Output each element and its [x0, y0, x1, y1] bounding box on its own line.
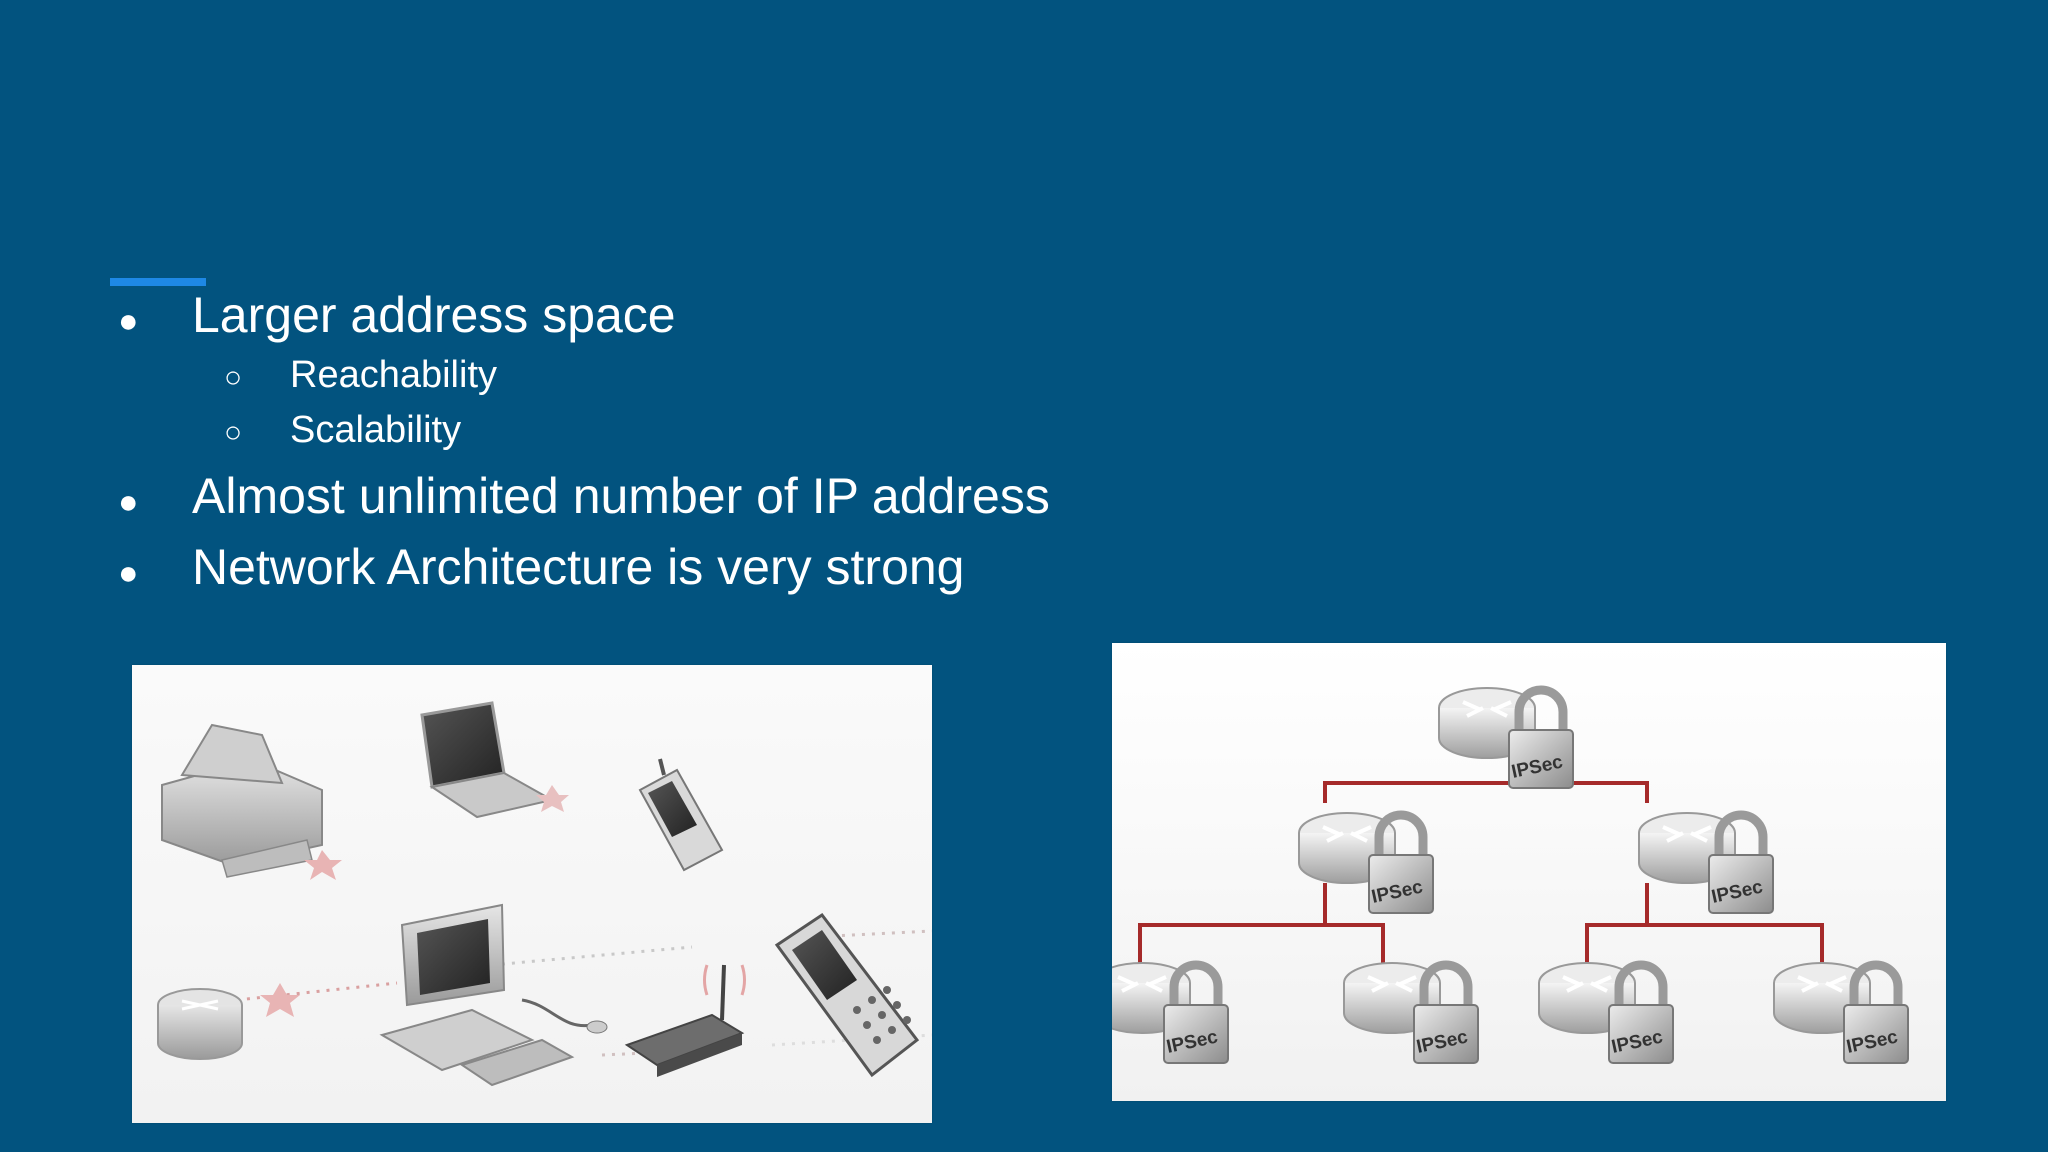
mobile-phone-icon — [774, 912, 920, 1078]
bullet-list: ● Larger address space ○ Reachability ○ … — [0, 0, 1300, 620]
laptop-icon — [420, 701, 569, 819]
bullet-text: Network Architecture is very strong — [192, 539, 965, 595]
ipsec-tree-illustration: IPSec IPSec IPSec IPSec IPSec IPSec IPSe… — [1112, 643, 1946, 1101]
pda-icon — [638, 758, 724, 872]
bullet-text: Larger address space — [192, 287, 676, 343]
bullet-text: Almost unlimited number of IP address — [192, 468, 1050, 524]
bullet-larger-address-space: ● Larger address space — [0, 286, 676, 344]
desktop-computer-icon — [379, 903, 608, 1087]
ipsec-tree-image: IPSec IPSec IPSec IPSec IPSec IPSec IPSe… — [1112, 643, 1946, 1101]
bullet-marker: ● — [118, 483, 139, 521]
subbullet-text: Reachability — [290, 354, 497, 396]
subbullet-text: Scalability — [290, 409, 462, 451]
subbullet-scalability: ○ Scalability — [0, 409, 461, 452]
bullet-marker: ● — [118, 302, 139, 340]
link-lines — [1138, 781, 1824, 983]
subbullet-marker: ○ — [224, 361, 243, 394]
title-accent-bar — [110, 278, 206, 286]
router-icon — [157, 983, 300, 1060]
subbullet-marker: ○ — [224, 416, 243, 449]
devices-image — [132, 665, 932, 1123]
devices-illustration — [157, 701, 932, 1087]
bullet-unlimited-ip: ● Almost unlimited number of IP address — [0, 467, 1050, 525]
wireless-router-icon — [624, 964, 746, 1077]
bullet-marker: ● — [118, 554, 139, 592]
subbullet-reachability: ○ Reachability — [0, 354, 497, 397]
bullet-network-architecture: ● Network Architecture is very strong — [0, 538, 965, 596]
printer-icon — [161, 723, 342, 880]
